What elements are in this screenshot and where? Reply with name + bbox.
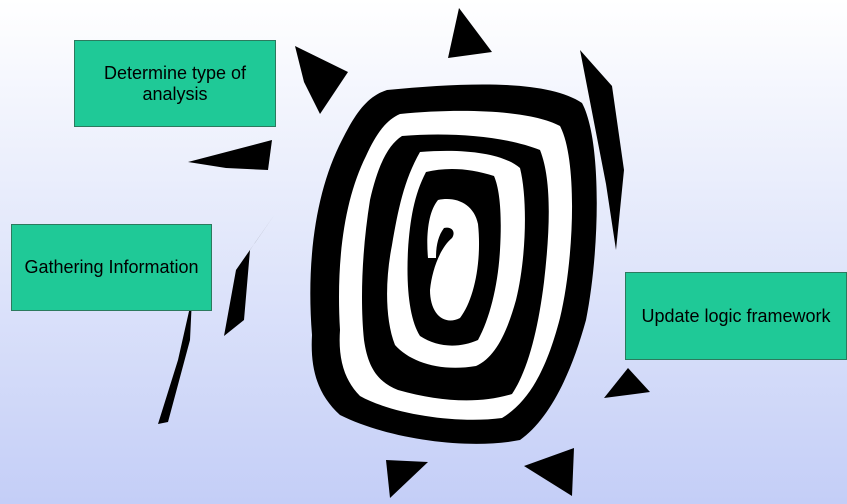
box-update-logic-framework: Update logic framework <box>625 272 847 360</box>
sun-ray-bottom-right <box>524 448 574 496</box>
sun-ray-right-lower <box>604 368 650 398</box>
sun-ray-left-upper <box>188 140 272 170</box>
box-determine-type-of-analysis: Determine type of analysis <box>74 40 276 127</box>
sun-ray-left-lower <box>158 298 192 424</box>
sun-ray-left-middle <box>224 214 275 336</box>
sun-ray-bottom-left <box>386 460 428 498</box>
box-gathering-information: Gathering Information <box>11 224 212 311</box>
sun-ray-top <box>448 8 492 58</box>
sun-ray-top-left <box>295 46 348 114</box>
